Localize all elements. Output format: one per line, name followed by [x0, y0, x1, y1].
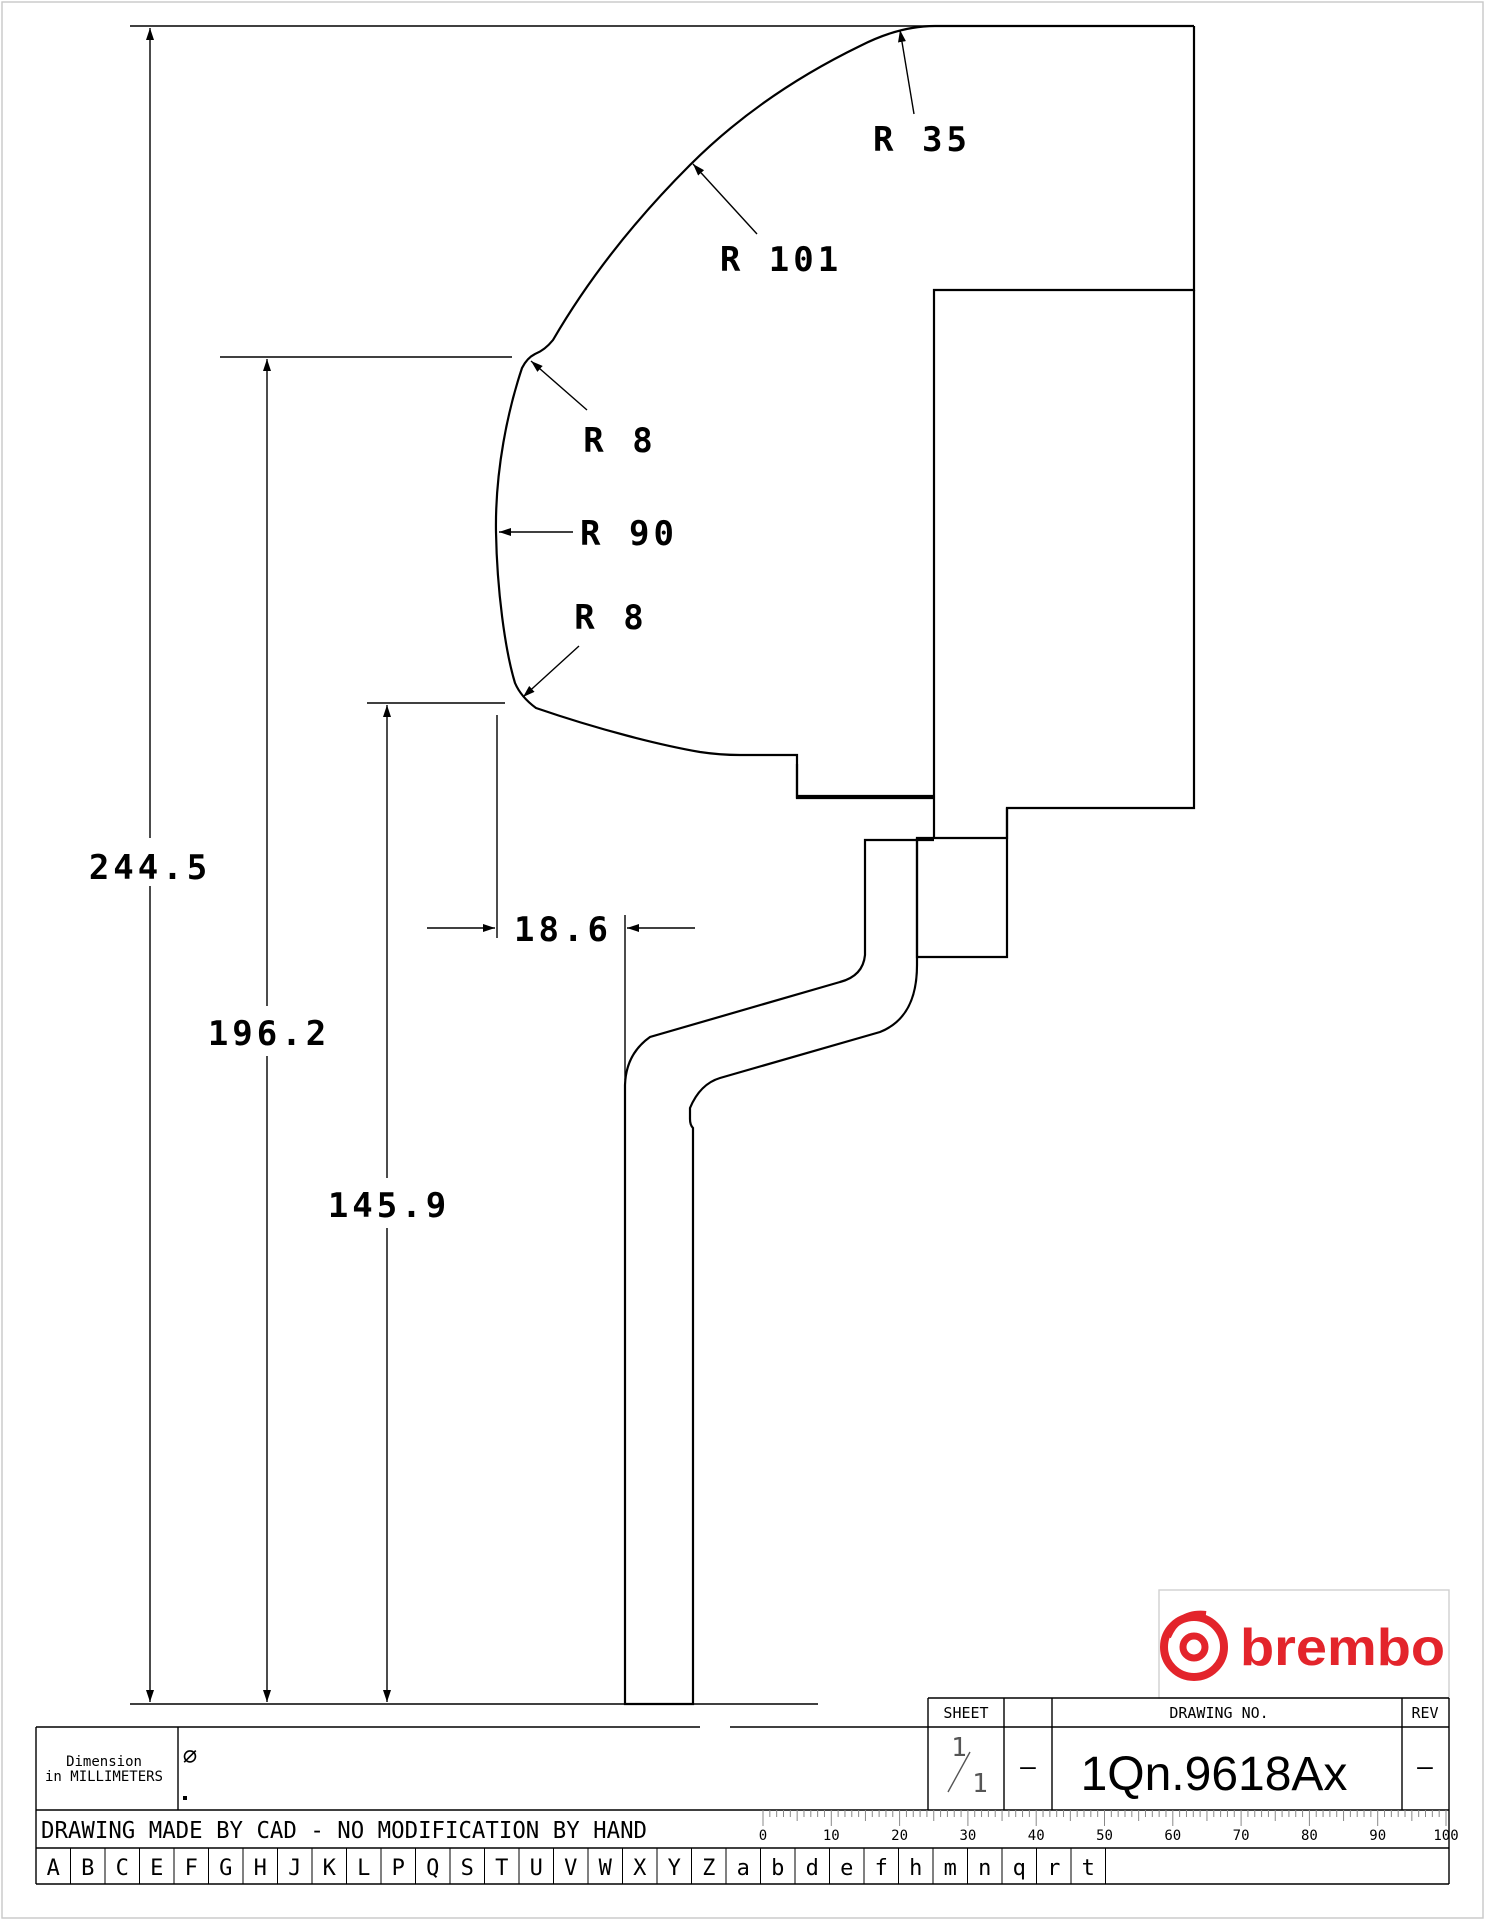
letter-cell: J: [288, 1856, 301, 1881]
letter-cell: A: [47, 1856, 60, 1881]
ruler-label: 30: [959, 1828, 976, 1844]
dim-r90: R 90: [580, 514, 678, 554]
letter-cell: T: [495, 1856, 508, 1881]
ruler-label: 70: [1233, 1828, 1250, 1844]
letter-cell: r: [1047, 1856, 1060, 1881]
ruler-label: 10: [823, 1828, 840, 1844]
letter-cell: h: [909, 1856, 922, 1881]
letter-cell: G: [219, 1856, 232, 1881]
ruler-label: 80: [1301, 1828, 1318, 1844]
letter-cell: C: [116, 1856, 129, 1881]
title-block: SHEET DRAWING NO. REV Dimension in MILLI…: [35, 1697, 1459, 1885]
letter-cell: f: [875, 1856, 888, 1881]
dim-r35: R 35: [873, 120, 971, 160]
scale-ruler: 0 10 20 30 40 50 60 70 80 90 100: [759, 1810, 1459, 1844]
units-line-1: Dimension: [66, 1754, 142, 1770]
ruler-label: 50: [1096, 1828, 1113, 1844]
drawing-no-header: DRAWING NO.: [1169, 1704, 1268, 1722]
letter-cell: Y: [668, 1856, 681, 1881]
letter-cell: t: [1082, 1856, 1095, 1881]
drawing-number: 1Qn.9618Ax: [1081, 1748, 1348, 1801]
dim-height-196: 196.2: [208, 1014, 330, 1054]
ruler-label: 0: [759, 1828, 767, 1844]
dim-height-145: 145.9: [328, 1186, 450, 1226]
ruler-label: 20: [891, 1828, 908, 1844]
dimension-lines: [130, 25, 935, 1705]
ruler-label: 40: [1028, 1828, 1045, 1844]
sheet-count: 1: [972, 1769, 988, 1799]
letter-cell: Z: [702, 1856, 715, 1881]
letter-cell: b: [771, 1856, 784, 1881]
letter-cell: L: [357, 1856, 370, 1881]
units-line-2: in MILLIMETERS: [45, 1769, 163, 1785]
ruler-label: 60: [1164, 1828, 1181, 1844]
letter-cell: e: [840, 1856, 853, 1881]
brembo-logo-text: brembo: [1240, 1619, 1445, 1677]
sheet-number: 1: [951, 1733, 967, 1763]
letter-cell: S: [461, 1856, 474, 1881]
letter-cell: X: [633, 1856, 647, 1881]
dot-mark: [183, 1796, 187, 1800]
letter-cell: B: [81, 1856, 94, 1881]
brembo-logo: brembo: [1158, 1589, 1450, 1699]
sheet-header: SHEET: [943, 1704, 988, 1722]
diameter-symbol: ∅: [183, 1742, 197, 1770]
letter-cell: m: [944, 1856, 957, 1881]
dim-overall-height: 244.5: [89, 848, 211, 888]
letter-cell: d: [806, 1856, 819, 1881]
ruler-label: 90: [1369, 1828, 1386, 1844]
ruler-label: 100: [1433, 1828, 1458, 1844]
letter-cell: H: [254, 1856, 267, 1881]
letter-cell: P: [392, 1856, 405, 1881]
letter-cell: U: [530, 1856, 543, 1881]
revision-value: —: [1417, 1752, 1433, 1782]
dim-r8-bottom: R 8: [574, 598, 647, 638]
brembo-disc-icon: [1160, 1610, 1228, 1681]
cad-note: DRAWING MADE BY CAD - NO MODIFICATION BY…: [41, 1818, 647, 1844]
dash-left: —: [1020, 1752, 1036, 1782]
letter-cell: V: [564, 1856, 577, 1881]
letter-cell: a: [737, 1856, 750, 1881]
dim-r101: R 101: [720, 240, 842, 280]
letter-cell: E: [150, 1856, 163, 1881]
dim-width-18: 18.6: [514, 910, 612, 950]
rev-header: REV: [1411, 1704, 1438, 1722]
letter-cell: Q: [426, 1856, 439, 1881]
letter-cell: K: [323, 1856, 337, 1881]
letter-cell: n: [978, 1856, 991, 1881]
letter-cell: W: [599, 1856, 613, 1881]
brake-disc-profile: [494, 24, 1196, 1706]
letter-cell: q: [1013, 1856, 1026, 1881]
dim-r8-top: R 8: [583, 421, 656, 461]
letter-cell: F: [185, 1856, 198, 1881]
